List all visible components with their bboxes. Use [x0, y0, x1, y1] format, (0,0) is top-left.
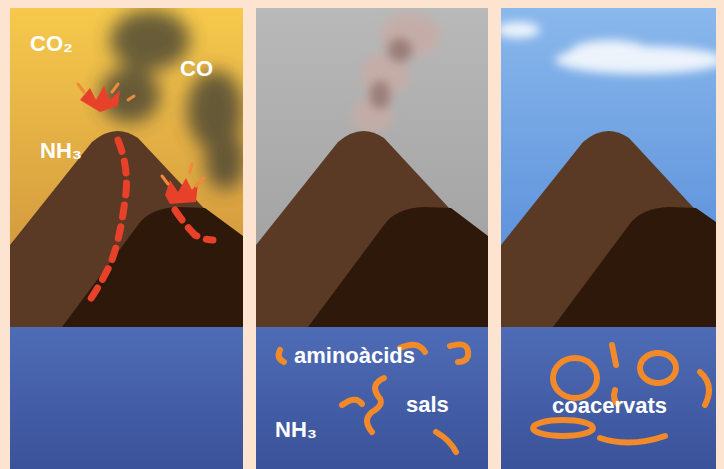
gas-label: CO₂ [30, 32, 73, 56]
gas-label: CO [180, 57, 213, 81]
panel-cooling-earth [256, 8, 488, 469]
molecule-label: NH₃ [275, 418, 317, 442]
molecule-label: aminoàcids [294, 344, 415, 368]
gas-label: NH₃ [40, 139, 82, 163]
coacervate-label: coacervats [552, 394, 667, 418]
panel-modern-earth [501, 8, 716, 469]
molecule-label: sals [406, 393, 449, 417]
panel-early-earth [10, 8, 243, 469]
